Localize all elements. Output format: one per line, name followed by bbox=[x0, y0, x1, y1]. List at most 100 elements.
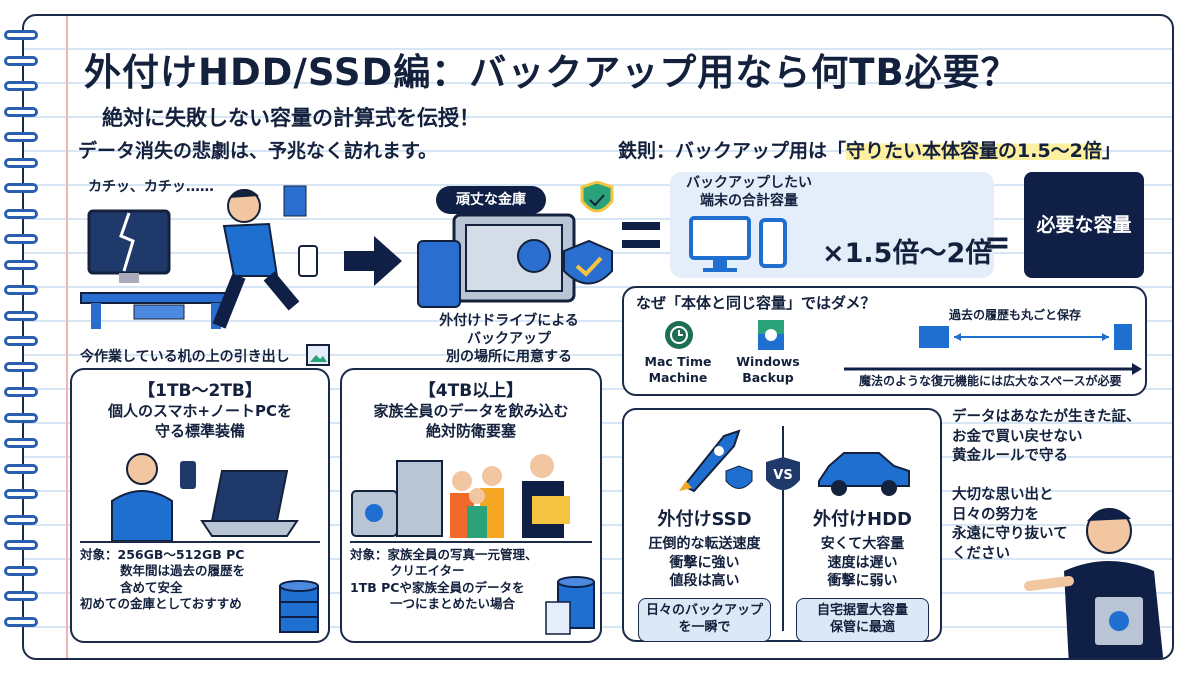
caption-line: バックアップ bbox=[467, 331, 551, 348]
spiral-ring bbox=[4, 412, 38, 423]
device-label: バックアップしたい 端末の合計容量 bbox=[674, 174, 824, 210]
target-line: 一つにまとめたい場合 bbox=[390, 595, 516, 611]
spiral-ring bbox=[4, 310, 38, 321]
hdd-column: 外付けHDD 安くて大容量 速度は遅い 衝撃に弱い 自宅据置大容量保管に最適 bbox=[790, 508, 935, 642]
spiral-binding bbox=[4, 30, 44, 650]
equals-sign bbox=[622, 222, 660, 248]
spiral-ring bbox=[4, 183, 38, 193]
margin-line bbox=[66, 16, 68, 658]
target-line: クリエイター bbox=[390, 563, 465, 579]
shield-check-icon bbox=[580, 181, 614, 213]
safe-with-drive-illustration bbox=[417, 213, 613, 308]
spiral-ring bbox=[4, 489, 38, 499]
vs-label: VS bbox=[773, 468, 793, 483]
caption-line: 外付けドライブによる bbox=[439, 313, 579, 329]
hdd-point: 衝撃に弱い bbox=[827, 572, 898, 589]
caption-line: 別の場所に用意する bbox=[446, 349, 572, 366]
click-sound-text: カチッ、カチッ…… bbox=[88, 179, 214, 195]
hdd-point: 速度は遅い bbox=[827, 554, 898, 571]
database-document-icon bbox=[545, 576, 595, 635]
plan-target: 対象：256GB〜512GB PC 数年間は過去の履歴を 含めて安全 初めての金… bbox=[80, 541, 320, 612]
result-equals: = bbox=[984, 223, 1011, 261]
image-icon bbox=[306, 344, 330, 366]
spiral-ring bbox=[4, 387, 38, 397]
hdd-point: 安くて大容量 bbox=[820, 536, 905, 553]
spiral-ring bbox=[4, 336, 38, 346]
multiplier-text: ×1.5倍〜2倍 bbox=[822, 238, 993, 269]
closing-line: 日々の努力を bbox=[952, 506, 1039, 523]
spiral-ring bbox=[4, 285, 38, 295]
use-line: を一瞬で bbox=[678, 619, 731, 635]
windows-backup-icon bbox=[758, 320, 784, 350]
restore-caption: 魔法のような復元機能には広大なスペースが必要 bbox=[859, 374, 1122, 388]
use-line: 保管に最適 bbox=[829, 619, 895, 635]
spiral-ring bbox=[4, 514, 38, 525]
ssd-point: 値段は高い bbox=[669, 572, 740, 589]
app-name-line: Mac Time bbox=[644, 354, 712, 369]
spiral-ring bbox=[4, 361, 38, 372]
time-machine-icon bbox=[665, 321, 693, 349]
history-timeline bbox=[844, 324, 1142, 375]
spiral-ring bbox=[4, 157, 38, 168]
plan-target: 対象：家族全員の写真一元管理、 クリエイター 1TB PCや家族全員のデータを … bbox=[350, 541, 592, 612]
safe-label: 頑丈な金庫 bbox=[436, 186, 546, 214]
closing-line: ください bbox=[952, 545, 1010, 562]
rule-highlight: 守りたい本体容量の1.5〜2倍 bbox=[846, 140, 1102, 162]
vs-shield-icon bbox=[766, 457, 800, 490]
ssd-column: 外付けSSD 圧倒的な転送速度 衝撃に強い 値段は高い 日々のバックアップを一瞬… bbox=[632, 508, 777, 642]
app-name-line: Windows bbox=[736, 354, 800, 369]
spiral-ring bbox=[4, 616, 38, 627]
hdd-use-badge: 自宅据置大容量保管に最適 bbox=[796, 597, 929, 642]
ssd-point: 衝撃に強い bbox=[669, 554, 740, 571]
target-line: 1TB PCや家族全員のデータを bbox=[350, 579, 525, 595]
spiral-ring bbox=[4, 540, 38, 550]
arrow-right-icon bbox=[344, 236, 402, 286]
use-line: 自宅据置大容量 bbox=[816, 602, 908, 618]
plan-card-1-2tb: 【1TB〜2TB】 個人のスマホ+ノートPCを 守る標準装備 対象：256GB〜… bbox=[70, 368, 330, 643]
rule-heading: 鉄則：バックアップ用は「守りたい本体容量の1.5〜2倍」 bbox=[618, 136, 1121, 163]
why-box bbox=[622, 286, 1147, 396]
device-label-line: バックアップしたい bbox=[686, 175, 812, 191]
family-castle-illustration bbox=[351, 454, 570, 539]
plan-card-4tb: 【4TB以上】 家族全員のデータを飲み込む 絶対防衛要塞 対象：家族全員の写真一… bbox=[340, 368, 602, 643]
history-label: 過去の履歴も丸ごと保存 bbox=[949, 308, 1082, 322]
device-label-line: 端末の合計容量 bbox=[700, 193, 798, 210]
target-line: 数年間は過去の履歴を bbox=[120, 563, 246, 579]
plan-title-line: 個人のスマホ+ノートPCを bbox=[107, 402, 293, 421]
app-name-line: Backup bbox=[742, 370, 794, 386]
closing-message-2: 大切な思い出と 日々の努力を 永遠に守り抜いて ください bbox=[952, 486, 1068, 564]
closing-line: お金で買い戻せない bbox=[952, 428, 1083, 445]
closing-line: データはあなたが生きた証、 bbox=[952, 409, 1141, 425]
plan-title-line: 家族全員のデータを飲み込む bbox=[373, 402, 569, 421]
desk-caption: 今作業している机の上の引き出し bbox=[80, 349, 290, 365]
monitor-phone-icon bbox=[689, 216, 787, 272]
spiral-ring bbox=[4, 438, 38, 448]
rule-prefix: 鉄則：バックアップ用は「 bbox=[618, 140, 847, 162]
spiral-ring bbox=[4, 565, 38, 576]
required-capacity-box: 必要な容量 bbox=[1024, 172, 1144, 278]
use-line: 日々のバックアップ bbox=[645, 602, 763, 618]
plan-range: 【4TB以上】 bbox=[418, 381, 524, 401]
person-phone-laptop-illustration bbox=[111, 453, 299, 542]
spiral-ring bbox=[4, 259, 38, 270]
ssd-use-badge: 日々のバックアップを一瞬で bbox=[638, 597, 771, 642]
spiral-ring bbox=[4, 234, 38, 244]
plan-range: 【1TB〜2TB】 bbox=[138, 381, 262, 401]
spiral-ring bbox=[4, 463, 38, 474]
target-line: 含めて安全 bbox=[120, 579, 183, 595]
target-line: 対象：256GB〜512GB PC bbox=[80, 547, 245, 563]
page-subtitle: 絶対に失敗しない容量の計算式を伝授！ bbox=[102, 106, 480, 130]
person-holding-safe-illustration bbox=[1024, 507, 1164, 658]
spiral-ring bbox=[4, 208, 38, 219]
car-icon bbox=[818, 452, 910, 496]
closing-message-1: データはあなたが生きた証、 お金で買い戻せない 黄金ルールで守る bbox=[952, 408, 1141, 467]
notebook-page: 外付けHDD/SSD編：バックアップ用なら何TB必要？ 絶対に失敗しない容量の計… bbox=[22, 14, 1174, 660]
spiral-ring bbox=[4, 55, 38, 66]
closing-line: 黄金ルールで守る bbox=[952, 448, 1068, 465]
spiral-ring bbox=[4, 81, 38, 91]
ssd-title: 外付けSSD bbox=[657, 509, 752, 530]
rocket-icon bbox=[679, 429, 753, 493]
app-name-line: Machine bbox=[648, 370, 708, 386]
